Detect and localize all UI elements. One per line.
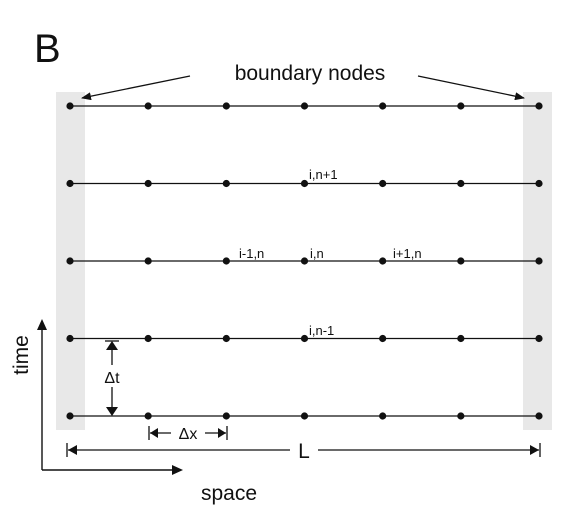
- panel-label: B: [34, 27, 61, 71]
- boundary-node: [66, 334, 74, 343]
- grid-nodes: [66, 102, 543, 420]
- grid-node: [222, 257, 230, 265]
- node-label-i-n-minus-1: i,n-1: [309, 323, 334, 338]
- boundary-node: [66, 412, 74, 420]
- grid-node: [300, 257, 309, 265]
- boundary-node: [66, 257, 74, 265]
- grid-node: [144, 334, 152, 343]
- space-axis-label: space: [201, 482, 257, 505]
- boundary-node: [535, 257, 543, 265]
- delta-x-dimension: [148, 423, 228, 443]
- grid-node: [222, 334, 230, 343]
- space-time-axes: [37, 319, 183, 475]
- grid-node: [144, 102, 152, 110]
- grid-node: [457, 257, 465, 265]
- boundary-node: [535, 179, 543, 188]
- time-axis-label: time: [10, 335, 33, 375]
- grid-node: [457, 179, 465, 188]
- grid-node: [222, 102, 230, 110]
- delta-t-label: Δt: [104, 370, 120, 387]
- grid-node: [379, 412, 387, 420]
- boundary-arrow-left: [81, 75, 191, 101]
- delta-x-label: Δx: [179, 426, 198, 443]
- node-label-i-minus-1-n: i-1,n: [239, 246, 264, 261]
- grid-node: [144, 179, 152, 188]
- length-label: L: [298, 440, 310, 463]
- grid-node: [379, 179, 387, 188]
- grid-node: [222, 412, 230, 420]
- delta-t-dimension: [97, 340, 127, 416]
- length-dimension: [66, 438, 541, 462]
- grid-node: [300, 412, 309, 420]
- grid-node: [457, 412, 465, 420]
- grid-node: [379, 102, 387, 110]
- grid-node: [457, 102, 465, 110]
- grid-node: [144, 412, 152, 420]
- boundary-node: [66, 179, 74, 188]
- grid-node: [222, 179, 230, 188]
- boundary-node: [535, 334, 543, 343]
- boundary-node: [535, 102, 543, 110]
- grid-node: [379, 257, 387, 265]
- node-label-i-plus-1-n: i+1,n: [393, 246, 422, 261]
- grid-node: [457, 334, 465, 343]
- grid-node: [300, 102, 309, 110]
- node-label-i-n-plus-1: i,n+1: [309, 167, 338, 182]
- boundary-nodes-label: boundary nodes: [235, 62, 386, 85]
- boundary-node: [535, 412, 543, 420]
- grid-node: [379, 334, 387, 343]
- grid-node: [300, 179, 309, 188]
- node-label-i-n: i,n: [310, 246, 324, 261]
- boundary-arrow-right: [417, 75, 525, 101]
- grid-node: [300, 334, 309, 343]
- grid-node: [144, 257, 152, 265]
- boundary-node: [66, 102, 74, 110]
